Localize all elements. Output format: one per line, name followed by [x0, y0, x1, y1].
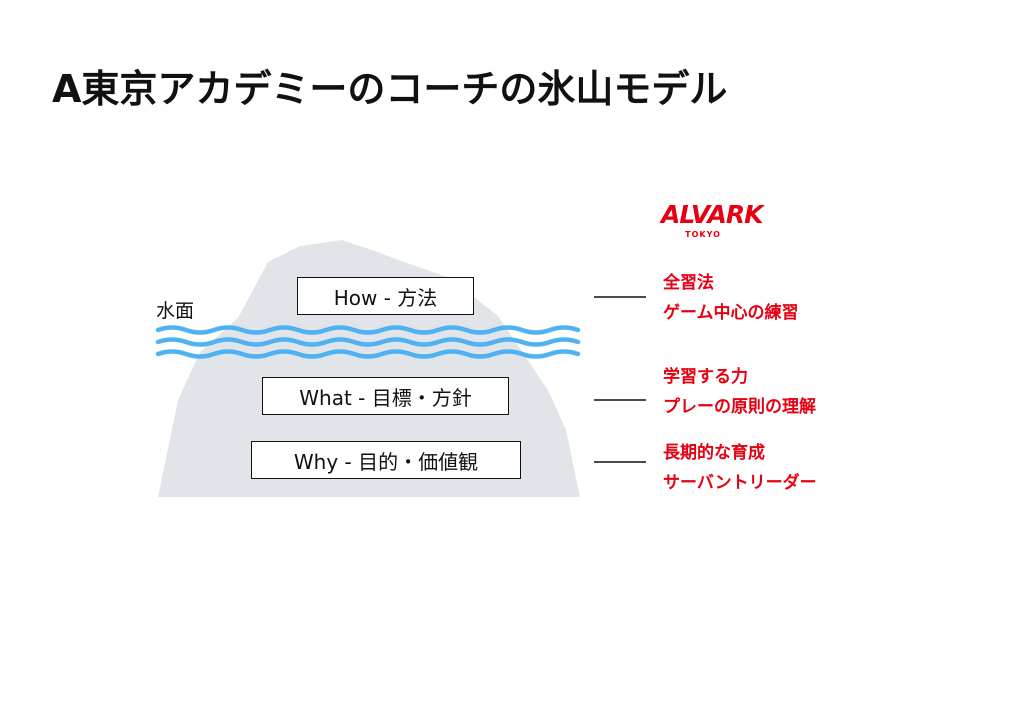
- layer-label-how: How - 方法: [333, 285, 438, 310]
- wave-line-2: [155, 337, 581, 347]
- alvark-tokyo-logo: ALVARK TOKYO: [661, 200, 763, 254]
- wave-line-1: [155, 325, 581, 335]
- layer-box-what: What - 目標・方針: [262, 377, 509, 415]
- iceberg-shape: [158, 240, 580, 497]
- note-how-line-1: 全習法: [663, 273, 714, 293]
- water-surface: [155, 325, 581, 359]
- slide-title: A東京アカデミーのコーチの氷山モデル: [52, 67, 728, 111]
- note-why-line-2: サーバントリーダー: [663, 473, 817, 493]
- layer-label-why: Why - 目的・価値観: [293, 449, 479, 474]
- note-how-line-2: ゲーム中心の練習: [663, 303, 799, 323]
- logo-main-text: ALVARK: [661, 200, 763, 229]
- wave-line-3: [155, 349, 581, 359]
- layer-box-how: How - 方法: [297, 277, 474, 315]
- note-why-line-1: 長期的な育成: [663, 443, 765, 463]
- water-surface-label: 水面: [156, 300, 195, 322]
- note-what-line-2: プレーの原則の理解: [663, 397, 816, 417]
- logo-sub-text: TOKYO: [685, 230, 721, 239]
- note-what-line-1: 学習する力: [663, 367, 748, 387]
- note-why: 長期的な育成 サーバントリーダー: [663, 438, 817, 498]
- note-what: 学習する力 プレーの原則の理解: [663, 362, 816, 422]
- layer-box-why: Why - 目的・価値観: [251, 441, 521, 479]
- layer-label-what: What - 目標・方針: [299, 385, 472, 410]
- note-how: 全習法 ゲーム中心の練習: [663, 268, 799, 328]
